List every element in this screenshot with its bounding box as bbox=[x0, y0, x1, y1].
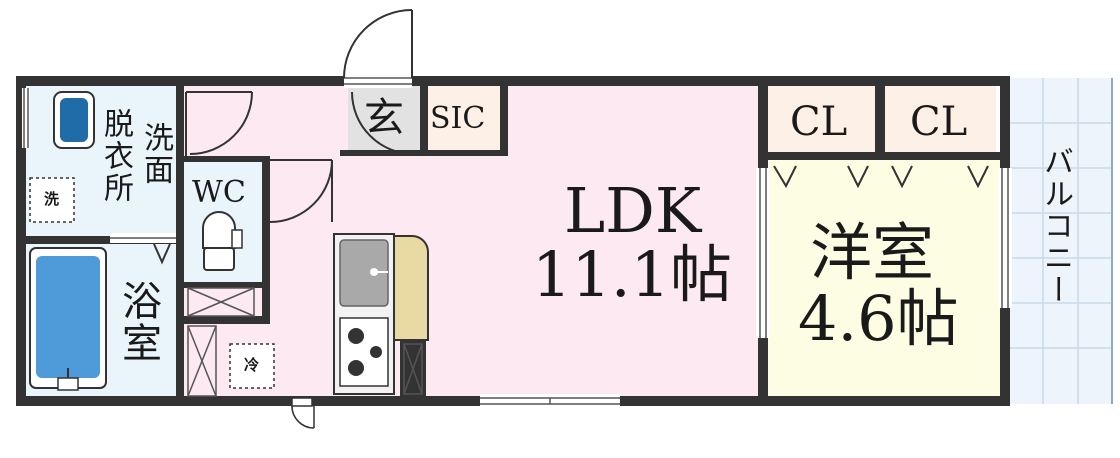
storage-cross-marks bbox=[187, 287, 423, 397]
washbasin bbox=[53, 91, 95, 149]
western-room-floor bbox=[766, 160, 1002, 396]
entrance-label: 玄 bbox=[364, 95, 404, 141]
toilet bbox=[202, 211, 243, 271]
kitchen-counter bbox=[333, 233, 429, 395]
bathtub bbox=[29, 247, 107, 391]
ldk-inner-door bbox=[269, 159, 333, 223]
closet-door-marks bbox=[153, 165, 989, 265]
washer-label: 洗 bbox=[44, 190, 60, 208]
ldk-size: 11.1帖 bbox=[532, 238, 733, 311]
window-openings bbox=[22, 74, 1012, 408]
closet-right-label: CL bbox=[910, 99, 968, 145]
balcony-label: バルコニー bbox=[1038, 146, 1073, 306]
bath-label: 浴室 bbox=[115, 280, 161, 364]
sic-floor bbox=[426, 84, 502, 154]
balcony-area bbox=[1008, 78, 1112, 404]
fridge-label: 冷 bbox=[244, 356, 260, 374]
western-room-size: 4.6帖 bbox=[798, 282, 959, 355]
washroom-sub-label: 洗面 bbox=[138, 122, 173, 186]
closet-left-label: CL bbox=[790, 99, 848, 145]
washroom-label: 脱衣所 bbox=[98, 108, 133, 204]
balcony-grid bbox=[1008, 78, 1112, 404]
wc-label: WC bbox=[192, 175, 246, 210]
wc-door bbox=[185, 91, 253, 156]
small-door bbox=[291, 397, 315, 429]
closet-right-floor bbox=[884, 84, 996, 154]
ldk-label: LDK bbox=[564, 174, 702, 247]
closet-left-floor bbox=[766, 84, 876, 154]
washer-space bbox=[29, 177, 75, 223]
entrance-door bbox=[343, 9, 413, 79]
fridge-space bbox=[229, 343, 275, 389]
sic-label: SIC bbox=[430, 101, 486, 136]
entrance-inner-door bbox=[351, 91, 415, 155]
entrance-floor bbox=[348, 84, 426, 154]
western-room-label: 洋室 bbox=[810, 216, 935, 289]
